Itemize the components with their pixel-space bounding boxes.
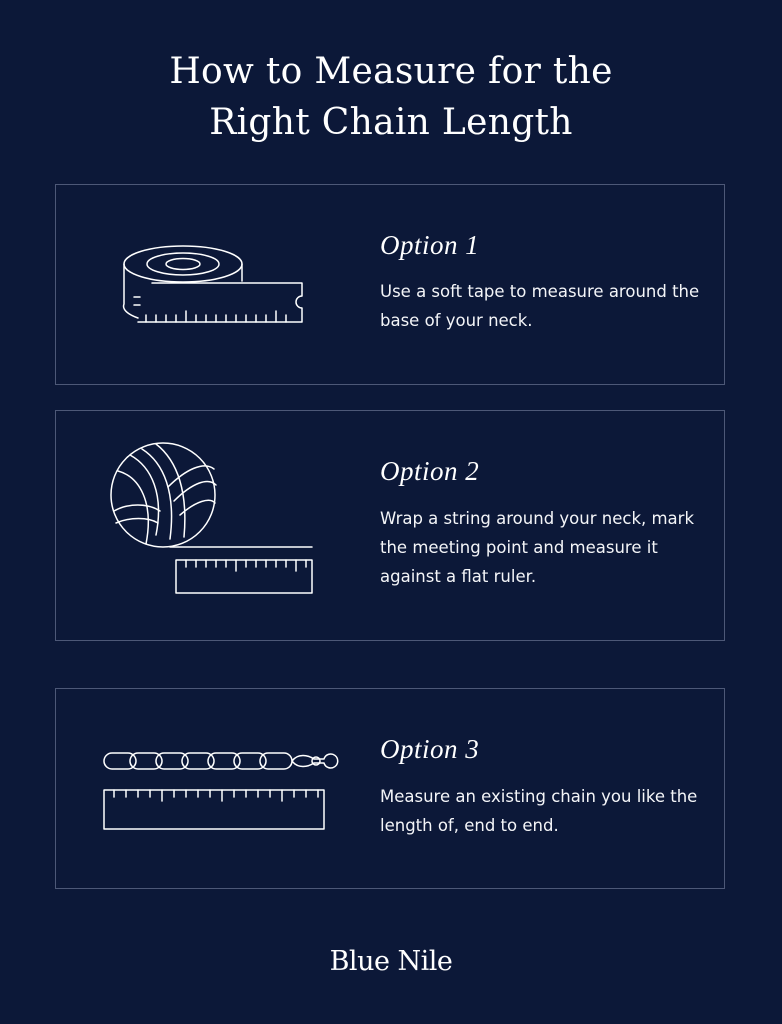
option-description-1: Use a soft tape to measure around the ba… [380,282,700,330]
page-title-line-2: Right Chain Length [209,102,573,143]
option-card-3: Option 3 Measure an existing chain you l… [55,688,725,889]
option-title-3: Option 3 [380,734,480,764]
option-title-2: Option 2 [380,456,480,486]
option-description-3: Measure an existing chain you like the l… [380,787,698,835]
option-description-2: Wrap a string around your neck, mark the… [380,509,695,586]
yarn-ball-ruler-icon [110,442,313,594]
page-title-line-1: How to Measure for the [169,51,613,92]
brand-logo: Blue Nile [329,946,453,977]
option-card-2: Option 2 Wrap a string around your neck,… [55,410,725,641]
measuring-tape-icon [122,245,303,323]
option-title-1: Option 1 [380,230,480,260]
page-title: How to Measure for the Right Chain Lengt… [0,46,782,148]
chain-ruler-icon [103,752,339,830]
option-card-1: Option 1 Use a soft tape to measure arou… [55,184,725,385]
